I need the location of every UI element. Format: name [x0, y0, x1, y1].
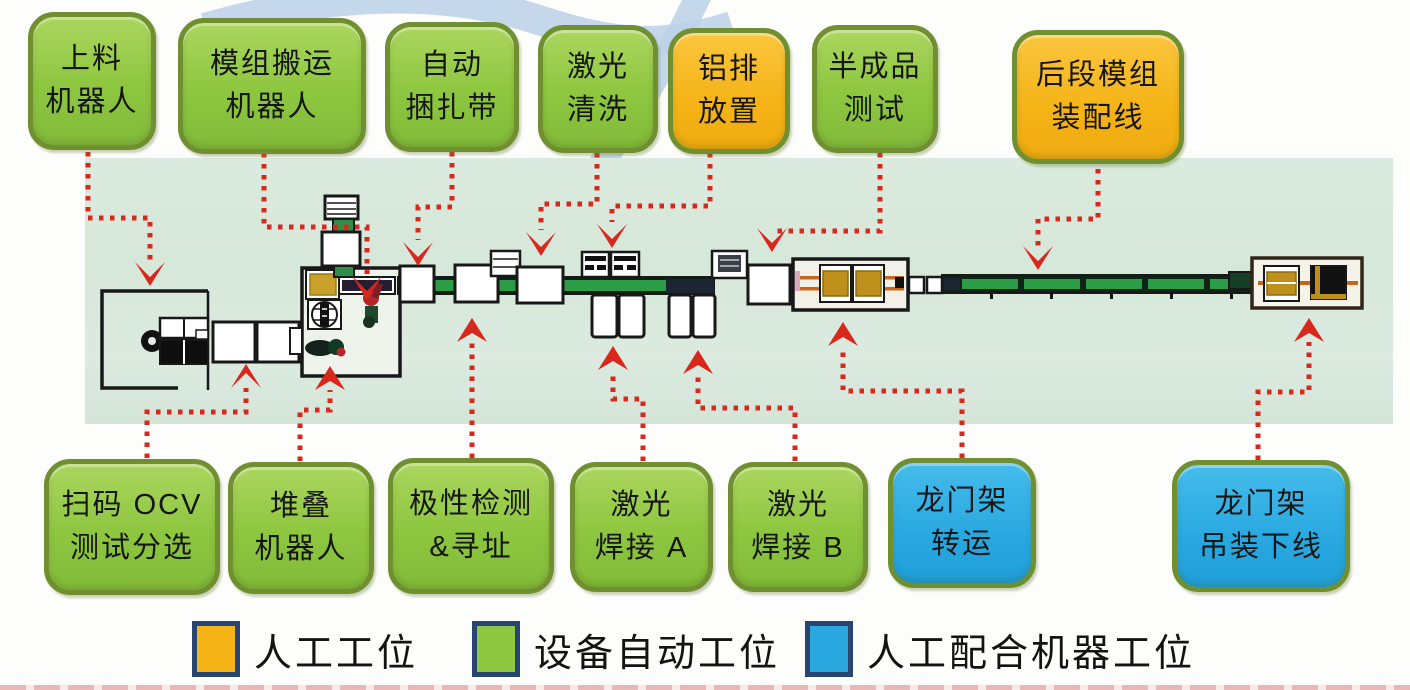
station-label-line1: 极性检测 — [408, 487, 533, 520]
station-laser-welding-b: 激光 焊接 B — [728, 462, 868, 592]
station-label-line1: 上料 — [60, 42, 123, 75]
legend-label: 人工工位 — [254, 632, 419, 675]
station-laser-welding-a: 激光 焊接 A — [570, 462, 713, 592]
station-label-line2: 放置 — [697, 96, 760, 128]
legend-swatch-manual — [192, 621, 240, 677]
station-label-line2: 机器人 — [254, 533, 348, 565]
station-label-line2: &寻址 — [429, 531, 513, 563]
station-label-line1: 扫码 OCV — [61, 488, 203, 521]
station-busbar-placement: 铝排 放置 — [668, 28, 790, 154]
station-label-line1: 后段模组 — [1035, 58, 1160, 91]
station-label-line1: 激光 — [766, 488, 829, 521]
station-module-transfer-robot: 模组搬运 机器人 — [178, 18, 366, 154]
legend-item-robot: 人工配合机器工位 — [805, 621, 1195, 677]
station-label-line2: 装配线 — [1051, 102, 1145, 134]
legend-label: 人工配合机器工位 — [867, 632, 1196, 675]
station-label-line2: 焊接 A — [594, 532, 689, 564]
station-label-line1: 龙门架 — [915, 484, 1009, 517]
station-gantry-hoist-offline: 龙门架 吊装下线 — [1172, 460, 1350, 592]
station-label-line1: 模组搬运 — [209, 47, 334, 80]
station-label-line1: 堆叠 — [269, 489, 332, 522]
legend-item-auto: 设备自动工位 — [472, 621, 780, 677]
station-rear-module-assembly: 后段模组 装配线 — [1012, 30, 1184, 164]
station-label-line2: 焊接 B — [751, 532, 845, 564]
station-label-line1: 龙门架 — [1214, 487, 1308, 520]
station-label-line1: 自动 — [420, 48, 483, 81]
production-floor-band — [85, 158, 1393, 424]
station-semi-product-test: 半成品 测试 — [812, 25, 938, 153]
station-label-line2: 机器人 — [225, 91, 319, 123]
station-loading-robot: 上料 机器人 — [28, 12, 156, 150]
legend-swatch-auto — [472, 621, 520, 677]
station-label-line1: 激光 — [610, 488, 673, 521]
station-label-line2: 转运 — [930, 528, 993, 560]
station-label-line1: 铝排 — [697, 52, 760, 85]
bottom-divider-line — [0, 685, 1410, 690]
legend-swatch-robot — [805, 621, 853, 677]
station-stacking-robot: 堆叠 机器人 — [228, 462, 374, 594]
station-label-line2: 捆扎带 — [405, 92, 499, 124]
station-laser-cleaning: 激光 清洗 — [538, 25, 658, 153]
station-label-line2: 吊装下线 — [1198, 531, 1323, 563]
station-label-line1: 激光 — [566, 50, 629, 83]
station-gantry-transfer: 龙门架 转运 — [888, 458, 1036, 588]
station-scan-ocv-test-sorting: 扫码 OCV 测试分选 — [44, 459, 220, 595]
station-polarity-check-addressing: 极性检测 &寻址 — [388, 458, 554, 594]
station-label-line2: 机器人 — [45, 86, 139, 118]
station-auto-strapping: 自动 捆扎带 — [385, 22, 519, 152]
legend-item-manual: 人工工位 — [192, 621, 418, 677]
station-label-line2: 清洗 — [566, 94, 629, 126]
legend-label: 设备自动工位 — [534, 632, 781, 675]
station-label-line2: 测试分选 — [69, 532, 194, 564]
station-label-line1: 半成品 — [828, 50, 922, 83]
station-label-line2: 测试 — [843, 94, 906, 126]
